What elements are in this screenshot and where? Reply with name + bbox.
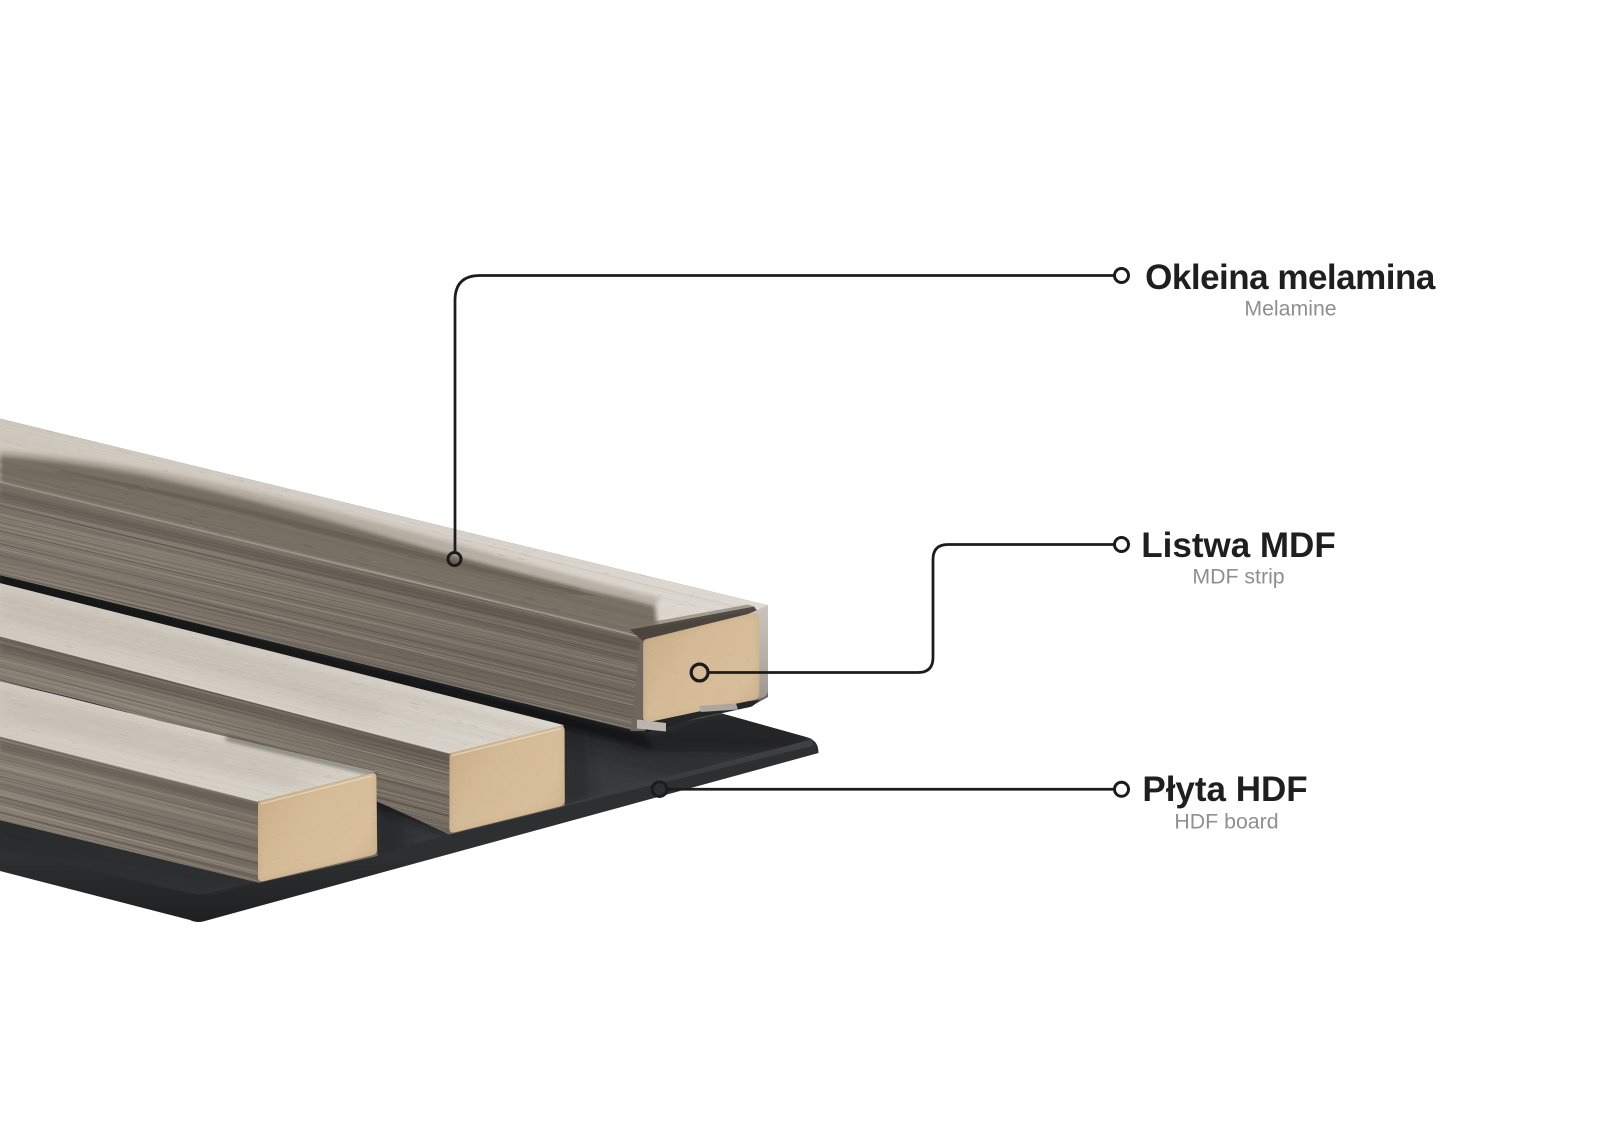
svg-text:Okleina melamina: Okleina melamina bbox=[1145, 258, 1436, 297]
svg-text:MDF strip: MDF strip bbox=[1192, 565, 1284, 589]
svg-text:Melamine: Melamine bbox=[1244, 297, 1336, 321]
svg-text:Listwa MDF: Listwa MDF bbox=[1141, 526, 1335, 565]
svg-text:Płyta HDF: Płyta HDF bbox=[1142, 770, 1307, 809]
svg-text:HDF board: HDF board bbox=[1174, 810, 1278, 834]
